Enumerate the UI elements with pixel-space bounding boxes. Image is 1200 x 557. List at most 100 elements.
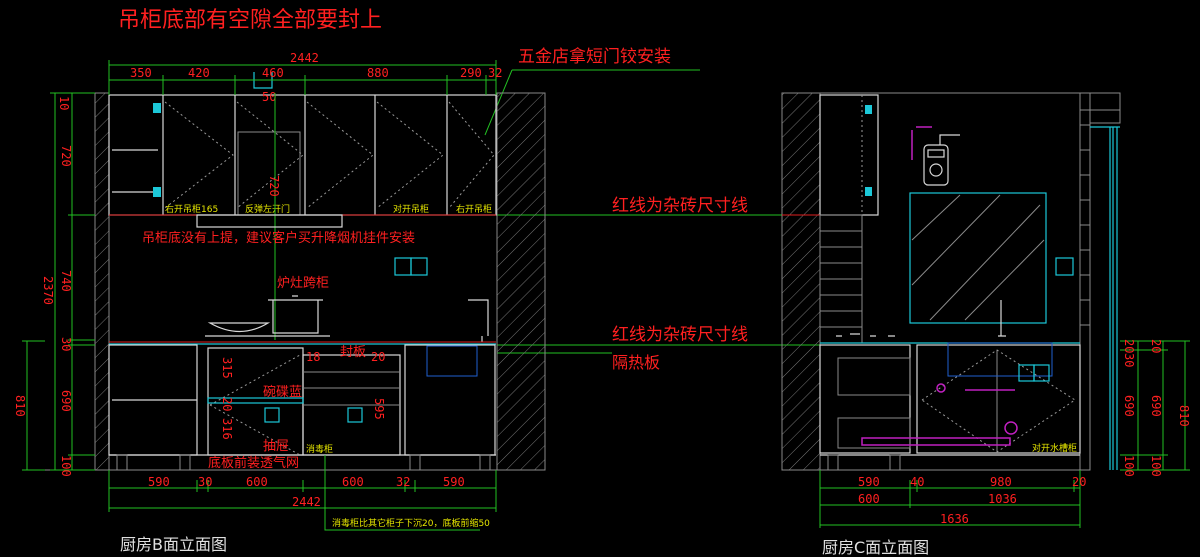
dim-label: 316 (220, 418, 234, 440)
dim-base-left: 810 (13, 395, 27, 417)
cabinet-label: 消毒柜 (306, 443, 333, 455)
dim-label: 100 (1122, 455, 1136, 477)
dim-label: 600 (342, 475, 364, 489)
dim-label: 600 (858, 492, 880, 506)
dim-label: 32 (396, 475, 410, 489)
dim-label: 18 (306, 350, 320, 364)
elevation-c-title: 厨房C面立面图 (822, 538, 929, 557)
dim-label: 590 (443, 475, 465, 489)
dim-label: 50 (262, 90, 276, 104)
gas-meter-icon (911, 126, 960, 186)
dim-label: 1036 (988, 492, 1017, 506)
dim-label: 10 (57, 96, 71, 110)
red-line-note-1: 红线为杂砖尺寸线 (612, 196, 748, 216)
cabinet-label: 对开水槽柜 (1032, 442, 1077, 454)
stove-cabinet-label: 炉灶跨柜 (277, 276, 329, 291)
dim-total-bottom: 1636 (940, 512, 969, 526)
dim-total-left: 2370 (41, 276, 55, 305)
dim-label: 30 (59, 337, 73, 351)
dim-label: 590 (148, 475, 170, 489)
vent-note: 底板前装透气网 (208, 455, 299, 471)
left-wall (781, 92, 821, 471)
right-dimension-lines (1120, 340, 1190, 471)
brick-wall (819, 92, 1121, 471)
mirror (909, 192, 1047, 324)
pot-icon (268, 295, 323, 334)
disinfect-note: 消毒柜比其它柜子下沉20，底板前缩50 (332, 517, 490, 529)
dim-label: 720 (59, 145, 73, 167)
dish-basket-label: 碗碟蓝 (263, 384, 302, 400)
dim-label: 690 (1122, 395, 1136, 417)
base-cabinet (819, 344, 911, 454)
outlet-icon (1055, 257, 1074, 276)
dim-total-right: 810 (1177, 405, 1191, 427)
dim-label: 460 (262, 66, 284, 80)
dim-label: 980 (990, 475, 1012, 489)
heat-shield-label: 隔热板 (612, 353, 660, 372)
elevation-b-title: 厨房B面立面图 (120, 535, 227, 554)
top-warning-note: 吊柜底部有空隙全部要封上 (118, 8, 382, 33)
right-wall (496, 92, 546, 471)
dim-label: 420 (188, 66, 210, 80)
faucet-icon (998, 300, 1006, 337)
sink-cabinet (404, 344, 496, 456)
dim-total-top: 2442 (290, 51, 319, 65)
dim-label: 30 (1122, 353, 1136, 367)
outlet-icon (1033, 364, 1050, 382)
dim-label: 30 (198, 475, 212, 489)
dim-total-bottom: 2442 (292, 495, 321, 509)
range-hood (196, 214, 343, 228)
top-dimension-lines (108, 60, 497, 95)
dim-label: 32 (488, 66, 502, 80)
cabinet-label: 右开吊柜 (456, 203, 492, 215)
hinge-icon (865, 105, 872, 114)
sink-cabinet (916, 344, 1081, 454)
outlet-icon (394, 257, 412, 276)
dim-label: 40 (910, 475, 924, 489)
dim-label: 600 (246, 475, 268, 489)
hood-note: 吊柜底没有上提，建议客户买升降烟机挂件安装 (142, 230, 415, 246)
dim-label: 20 (1072, 475, 1086, 489)
outlet-icon (1018, 364, 1035, 382)
dim-label: 20 (220, 397, 234, 411)
dim-label: 740 (59, 270, 73, 292)
dim-label: 290 (460, 66, 482, 80)
faucet-icon (468, 299, 489, 342)
dim-label: 690 (59, 390, 73, 412)
bottom-dimension-lines (108, 470, 497, 512)
dim-label: 690 (1149, 395, 1163, 417)
red-line-note-2: 红线为杂砖尺寸线 (612, 325, 748, 345)
hinge-icon (865, 187, 872, 196)
outlet-icon (347, 407, 363, 423)
dim-label: 720 (267, 175, 281, 197)
dim-label: 20 (1149, 339, 1163, 353)
outlet-icon (410, 257, 428, 276)
drawer-label: 抽屉 (263, 439, 289, 454)
dim-label: 880 (367, 66, 389, 80)
drain-pipe (861, 389, 1015, 446)
dim-label: 20 (1122, 339, 1136, 353)
bottom-dimension-lines (819, 470, 1081, 528)
cabinet-label: 对开吊柜 (393, 203, 429, 215)
cabinet-label: 反弹左开门 (245, 203, 290, 215)
pipe-lines (1090, 126, 1120, 470)
outlet-icon (264, 407, 280, 423)
left-wall (94, 92, 110, 471)
dim-label: 595 (372, 398, 386, 420)
hinge-icon (153, 103, 161, 113)
cabinet-label: 右开吊柜165 (165, 203, 218, 215)
wok-icon (207, 322, 271, 332)
left-dimension-lines (22, 92, 95, 471)
elevation-c: 对开水槽柜 590 40 980 20 600 1036 1636 20 30 … (781, 92, 1191, 557)
elevation-b: 右开吊柜165 反弹左开门 对开吊柜 右开吊柜 50 720 吊柜底没有上提，建… (13, 51, 546, 554)
dim-label: 100 (1149, 455, 1163, 477)
dim-label: 350 (130, 66, 152, 80)
hinge-note: 五金店拿短门铰安装 (518, 46, 671, 67)
dim-label: 315 (220, 357, 234, 379)
dim-label: 590 (858, 475, 880, 489)
dim-label: 20 (371, 350, 385, 364)
seal-board-label: 封板 (340, 345, 366, 360)
dim-label: 100 (59, 455, 73, 477)
